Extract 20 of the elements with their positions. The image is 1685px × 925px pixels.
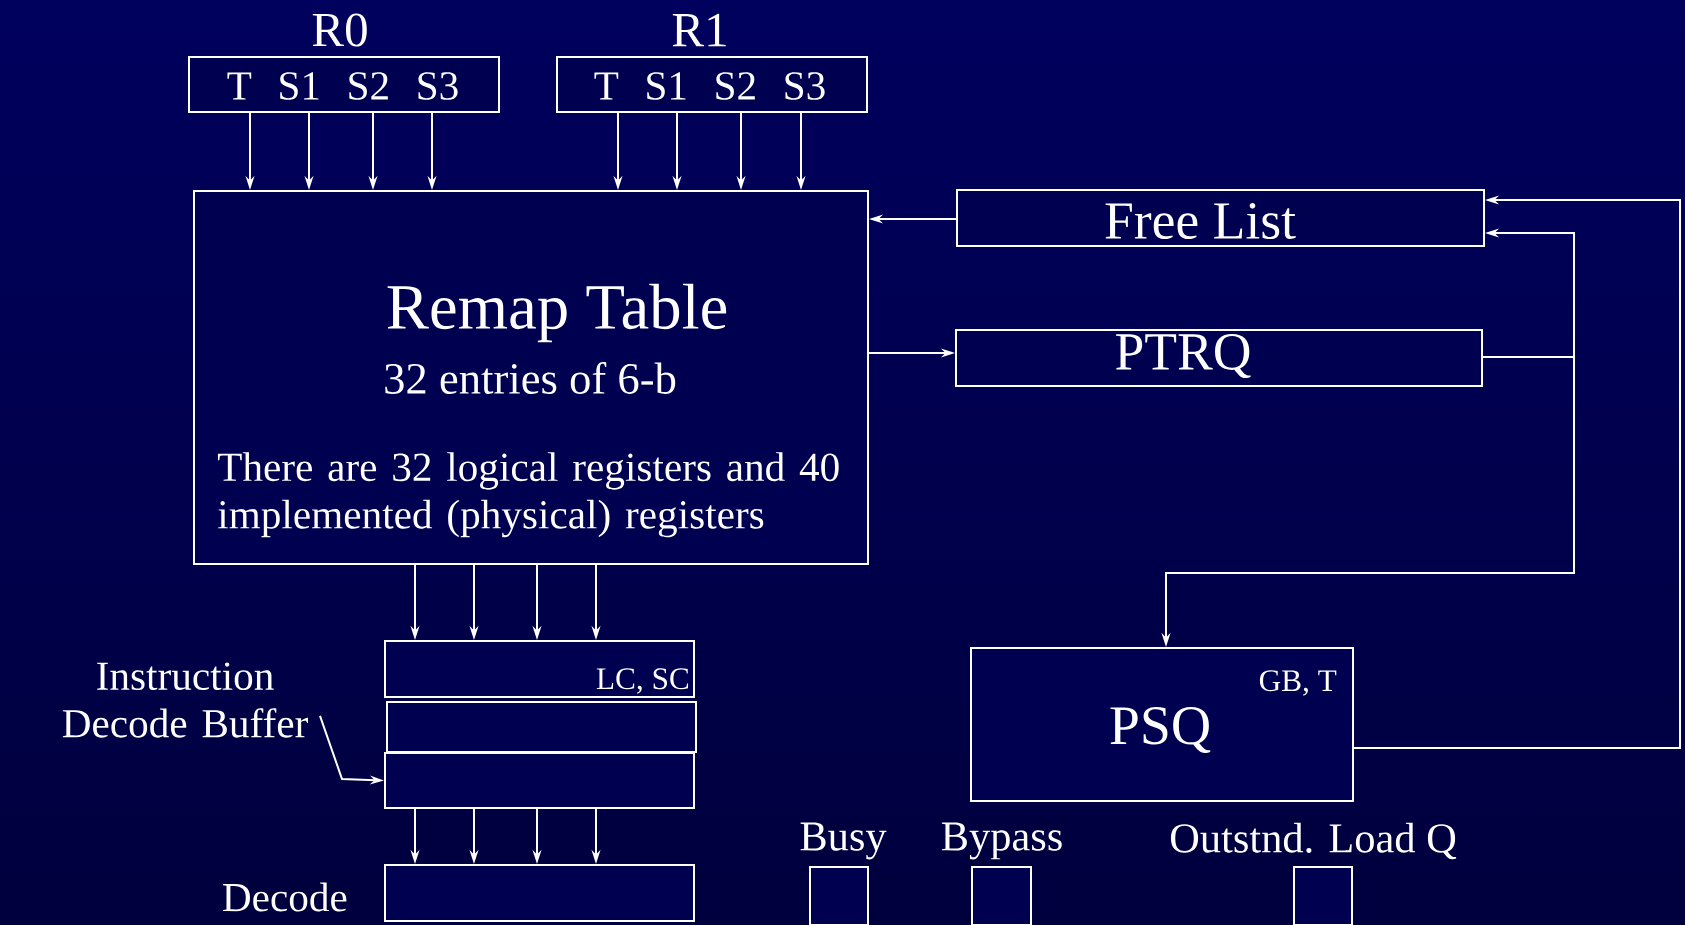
node-label: Bypass: [941, 822, 1062, 860]
buffer-row: [386, 701, 697, 753]
node-label: Decode: [223, 882, 347, 912]
status-box: Outstnd. Load Q: [1170, 822, 1457, 925]
stage-box: Decode: [223, 864, 695, 922]
node-label: Outstnd. Load Q: [1170, 822, 1457, 860]
status-box: Bypass: [941, 822, 1062, 925]
queue-box: Free List: [956, 189, 1485, 247]
node-label: R0: [312, 13, 367, 47]
table-box: Remap Table 32 entries of 6-b There are 32 logical registers and 40 implemented (physical) registers: [193, 190, 869, 565]
status-box: Busy: [800, 822, 887, 925]
buffer-label: Instruction Decode Buffer: [62, 662, 308, 738]
node-label: R1: [672, 13, 726, 47]
buffer-row: [384, 752, 695, 809]
node-label: Busy: [800, 822, 887, 860]
register-box: R0 T S1 S2 S3: [188, 13, 500, 113]
buffer-row: LC, SC: [384, 640, 695, 698]
register-box: R1 T S1 S2 S3: [556, 13, 868, 113]
queue-box: PTRQ: [955, 329, 1483, 387]
queue-box: PSQ GB, T: [970, 647, 1354, 802]
